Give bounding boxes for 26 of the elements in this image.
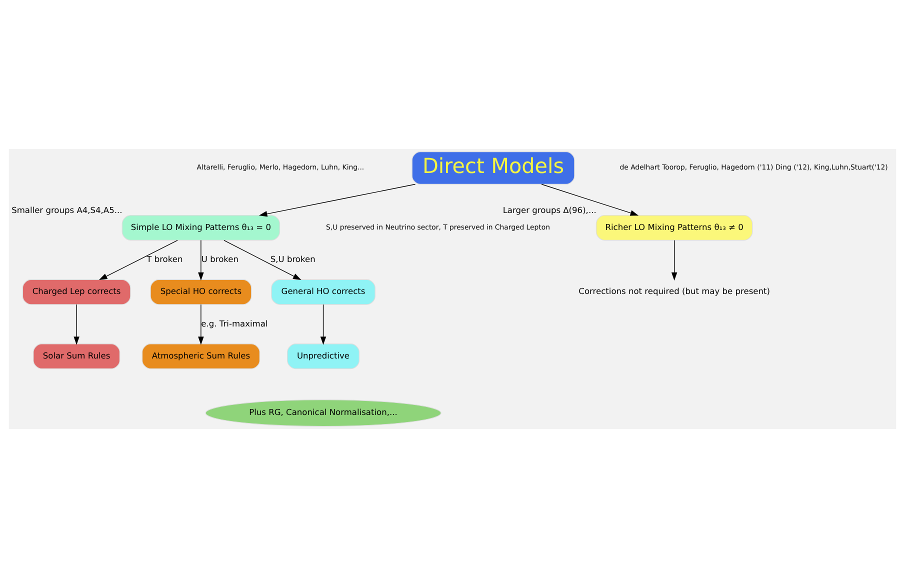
arrow	[198, 239, 204, 280]
node-box: Special HO corrects	[150, 278, 252, 304]
arrow	[258, 183, 416, 216]
arrow	[671, 239, 678, 280]
edge-label: e.g. Tri-maximal	[201, 318, 268, 328]
node-box: Unpredictive	[287, 343, 360, 369]
edge-label: T broken	[146, 254, 183, 264]
node-box: Solar Sum Rules	[33, 343, 120, 369]
node-text: Corrections not required (but may be present)	[578, 286, 770, 296]
node-box: Simple LO Mixing Patterns θ₁₃ = 0	[122, 214, 280, 240]
arrow	[320, 304, 326, 344]
node-box: General HO corrects	[271, 278, 376, 304]
node-box: Direct Models	[412, 150, 575, 184]
arrow	[198, 304, 204, 344]
node-box: Richer LO Mixing Patterns θ₁₃ ≠ 0	[596, 214, 753, 240]
arrow	[541, 183, 639, 216]
edge-label: U broken	[201, 254, 239, 264]
node-box: Atmospheric Sum Rules	[142, 343, 260, 369]
node-ellipse: Plus RG, Canonical Normalisation,...	[205, 398, 442, 426]
arrow	[224, 239, 302, 280]
arrow	[74, 304, 80, 344]
node-box: Charged Lep corrects	[22, 278, 131, 304]
node-label: Larger groups Δ(96),...	[502, 204, 596, 214]
node-label: Smaller groups A4,S4,A5...	[12, 204, 122, 214]
edge-label: S,U broken	[270, 254, 316, 264]
arrow	[98, 239, 178, 280]
